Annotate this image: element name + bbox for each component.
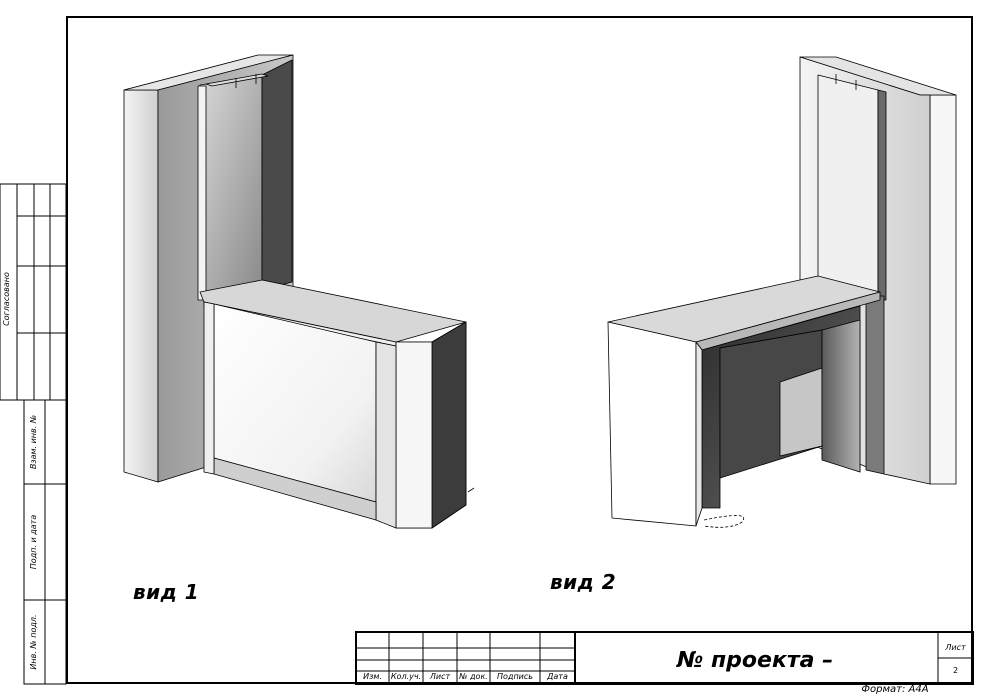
- tb-col-izm: Изм.: [363, 672, 382, 681]
- view-2-illustration: [607, 56, 957, 528]
- tb-col-list: Лист: [429, 672, 451, 681]
- view-2-label: вид 2: [550, 570, 617, 594]
- sign-date-label: Подп. и дата: [29, 514, 38, 570]
- tb-col-date: Дата: [547, 672, 568, 681]
- original-inv-label: Инв. № подл.: [29, 614, 38, 670]
- view-1-label: вид 1: [133, 580, 200, 604]
- tb-col-signature: Подпись: [497, 672, 533, 681]
- side-stamp-lines: [0, 183, 67, 685]
- replacement-inv-label: Взам. инв. №: [29, 414, 38, 470]
- tb-col-doc: № док.: [459, 672, 488, 681]
- sheet-label: Лист: [945, 643, 966, 652]
- format-label: Формат: А4А: [861, 684, 929, 695]
- view-1-illustration: [123, 54, 475, 529]
- sheet-number: 2: [952, 666, 959, 675]
- title-block-lines: [355, 631, 974, 685]
- approved-label: Согласовано: [2, 272, 11, 326]
- project-number: № проекта –: [676, 647, 834, 673]
- tb-col-kol-uch: Кол.уч.: [390, 672, 422, 681]
